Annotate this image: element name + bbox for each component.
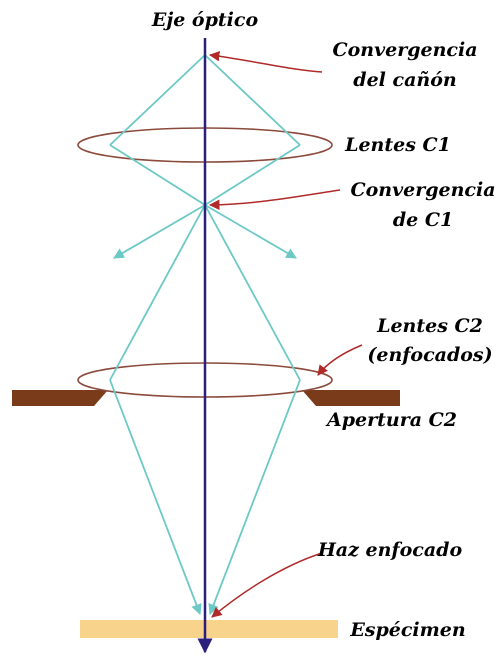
label-focused-beam: Haz enfocado xyxy=(317,539,463,561)
beam-ray-focus-left xyxy=(109,379,202,616)
beam-ray-gun-right xyxy=(204,54,301,146)
label-c1-crossover-line2: de C1 xyxy=(393,209,453,231)
pointer-arrows xyxy=(208,50,363,618)
label-lens-c2-line1: Lentes C2 xyxy=(376,315,483,337)
pointer-lens-c2 xyxy=(317,344,363,376)
label-aperture-c2: Apertura C2 xyxy=(325,409,457,431)
title-optic-axis: Eje óptico xyxy=(151,9,259,31)
pointer-c1-crossover xyxy=(208,189,341,211)
beam-ray-c1-right-in xyxy=(204,144,301,206)
beam-ray-diverge-right xyxy=(204,204,297,259)
label-specimen: Espécimen xyxy=(349,619,465,641)
label-lens-c2-line2: (enfocados) xyxy=(367,344,492,366)
label-gun-crossover-line1: Convergencia xyxy=(332,39,477,61)
pointer-gun-crossover xyxy=(208,50,323,73)
label-c1-crossover-line1: Convergencia xyxy=(350,179,495,201)
aperture-c2-right-plate xyxy=(302,390,400,406)
beam-ray-to-c2-left xyxy=(109,204,206,381)
beam-ray-focus-right xyxy=(208,379,301,616)
beam-ray-c1-left-in xyxy=(109,144,206,206)
beam-ray-diverge-left xyxy=(113,204,206,259)
beam-ray-gun-left xyxy=(109,54,206,146)
electron-beam xyxy=(109,54,301,616)
specimen-slab xyxy=(80,620,338,638)
beam-ray-to-c2-right xyxy=(204,204,301,381)
label-lens-c1: Lentes C1 xyxy=(344,134,451,156)
pointer-focused-beam xyxy=(211,552,323,618)
label-gun-crossover-line2: del cañón xyxy=(353,69,456,91)
aperture-c2-left-plate xyxy=(12,390,108,406)
